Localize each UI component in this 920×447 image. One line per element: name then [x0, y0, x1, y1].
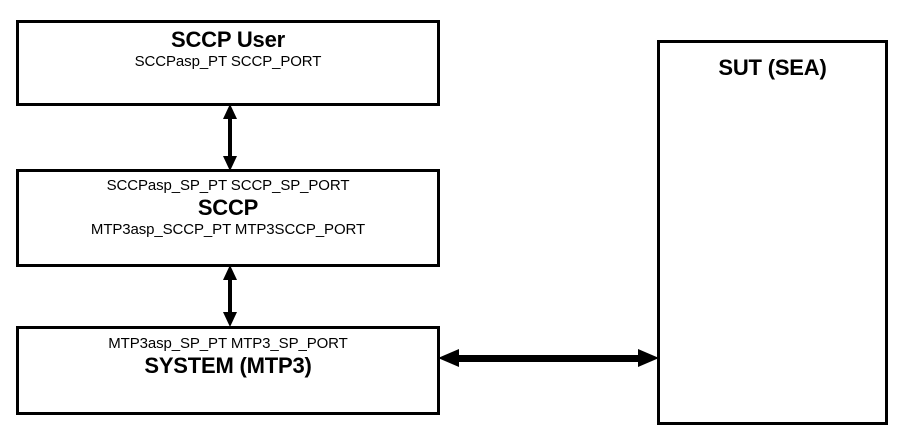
sccp-upper-ports: SCCPasp_SP_PT SCCP_SP_PORT [106, 177, 350, 194]
double-arrow-vertical-icon [223, 265, 237, 327]
sccp-user-title: SCCP User [171, 27, 285, 52]
connector-sccp-to-system-arrow [222, 265, 238, 327]
sccp-lower-ports: MTP3asp_SCCP_PT MTP3SCCP_PORT [90, 220, 366, 238]
sut-title: SUT (SEA) [718, 55, 827, 80]
system-mtp3-upper-ports: MTP3asp_SP_PT MTP3_SP_PORT [108, 335, 348, 352]
sccp-title: SCCP [197, 194, 259, 220]
node-box-sut[interactable]: SUT (SEA) [657, 40, 888, 425]
sccp-user-ports: SCCPasp_PT SCCP_PORT [134, 52, 322, 70]
sccp-content: SCCPasp_SP_PT SCCP_SP_PORT SCCP MTP3asp_… [19, 177, 437, 238]
connector-system-to-sut-arrow [438, 345, 659, 371]
connector-sccp-user-to-sccp-arrow [222, 104, 238, 171]
sccp-user-content: SCCP User SCCPasp_PT SCCP_PORT [19, 27, 437, 71]
double-arrow-horizontal-icon [438, 349, 659, 367]
node-box-sccp[interactable]: SCCPasp_SP_PT SCCP_SP_PORT SCCP MTP3asp_… [16, 169, 440, 267]
double-arrow-vertical-icon [223, 104, 237, 171]
system-mtp3-title: SYSTEM (MTP3) [144, 352, 312, 378]
node-box-system-mtp3[interactable]: MTP3asp_SP_PT MTP3_SP_PORT SYSTEM (MTP3) [16, 326, 440, 415]
node-box-sccp-user[interactable]: SCCP User SCCPasp_PT SCCP_PORT [16, 20, 440, 106]
system-mtp3-content: MTP3asp_SP_PT MTP3_SP_PORT SYSTEM (MTP3) [19, 335, 437, 379]
sut-content: SUT (SEA) [660, 55, 885, 81]
